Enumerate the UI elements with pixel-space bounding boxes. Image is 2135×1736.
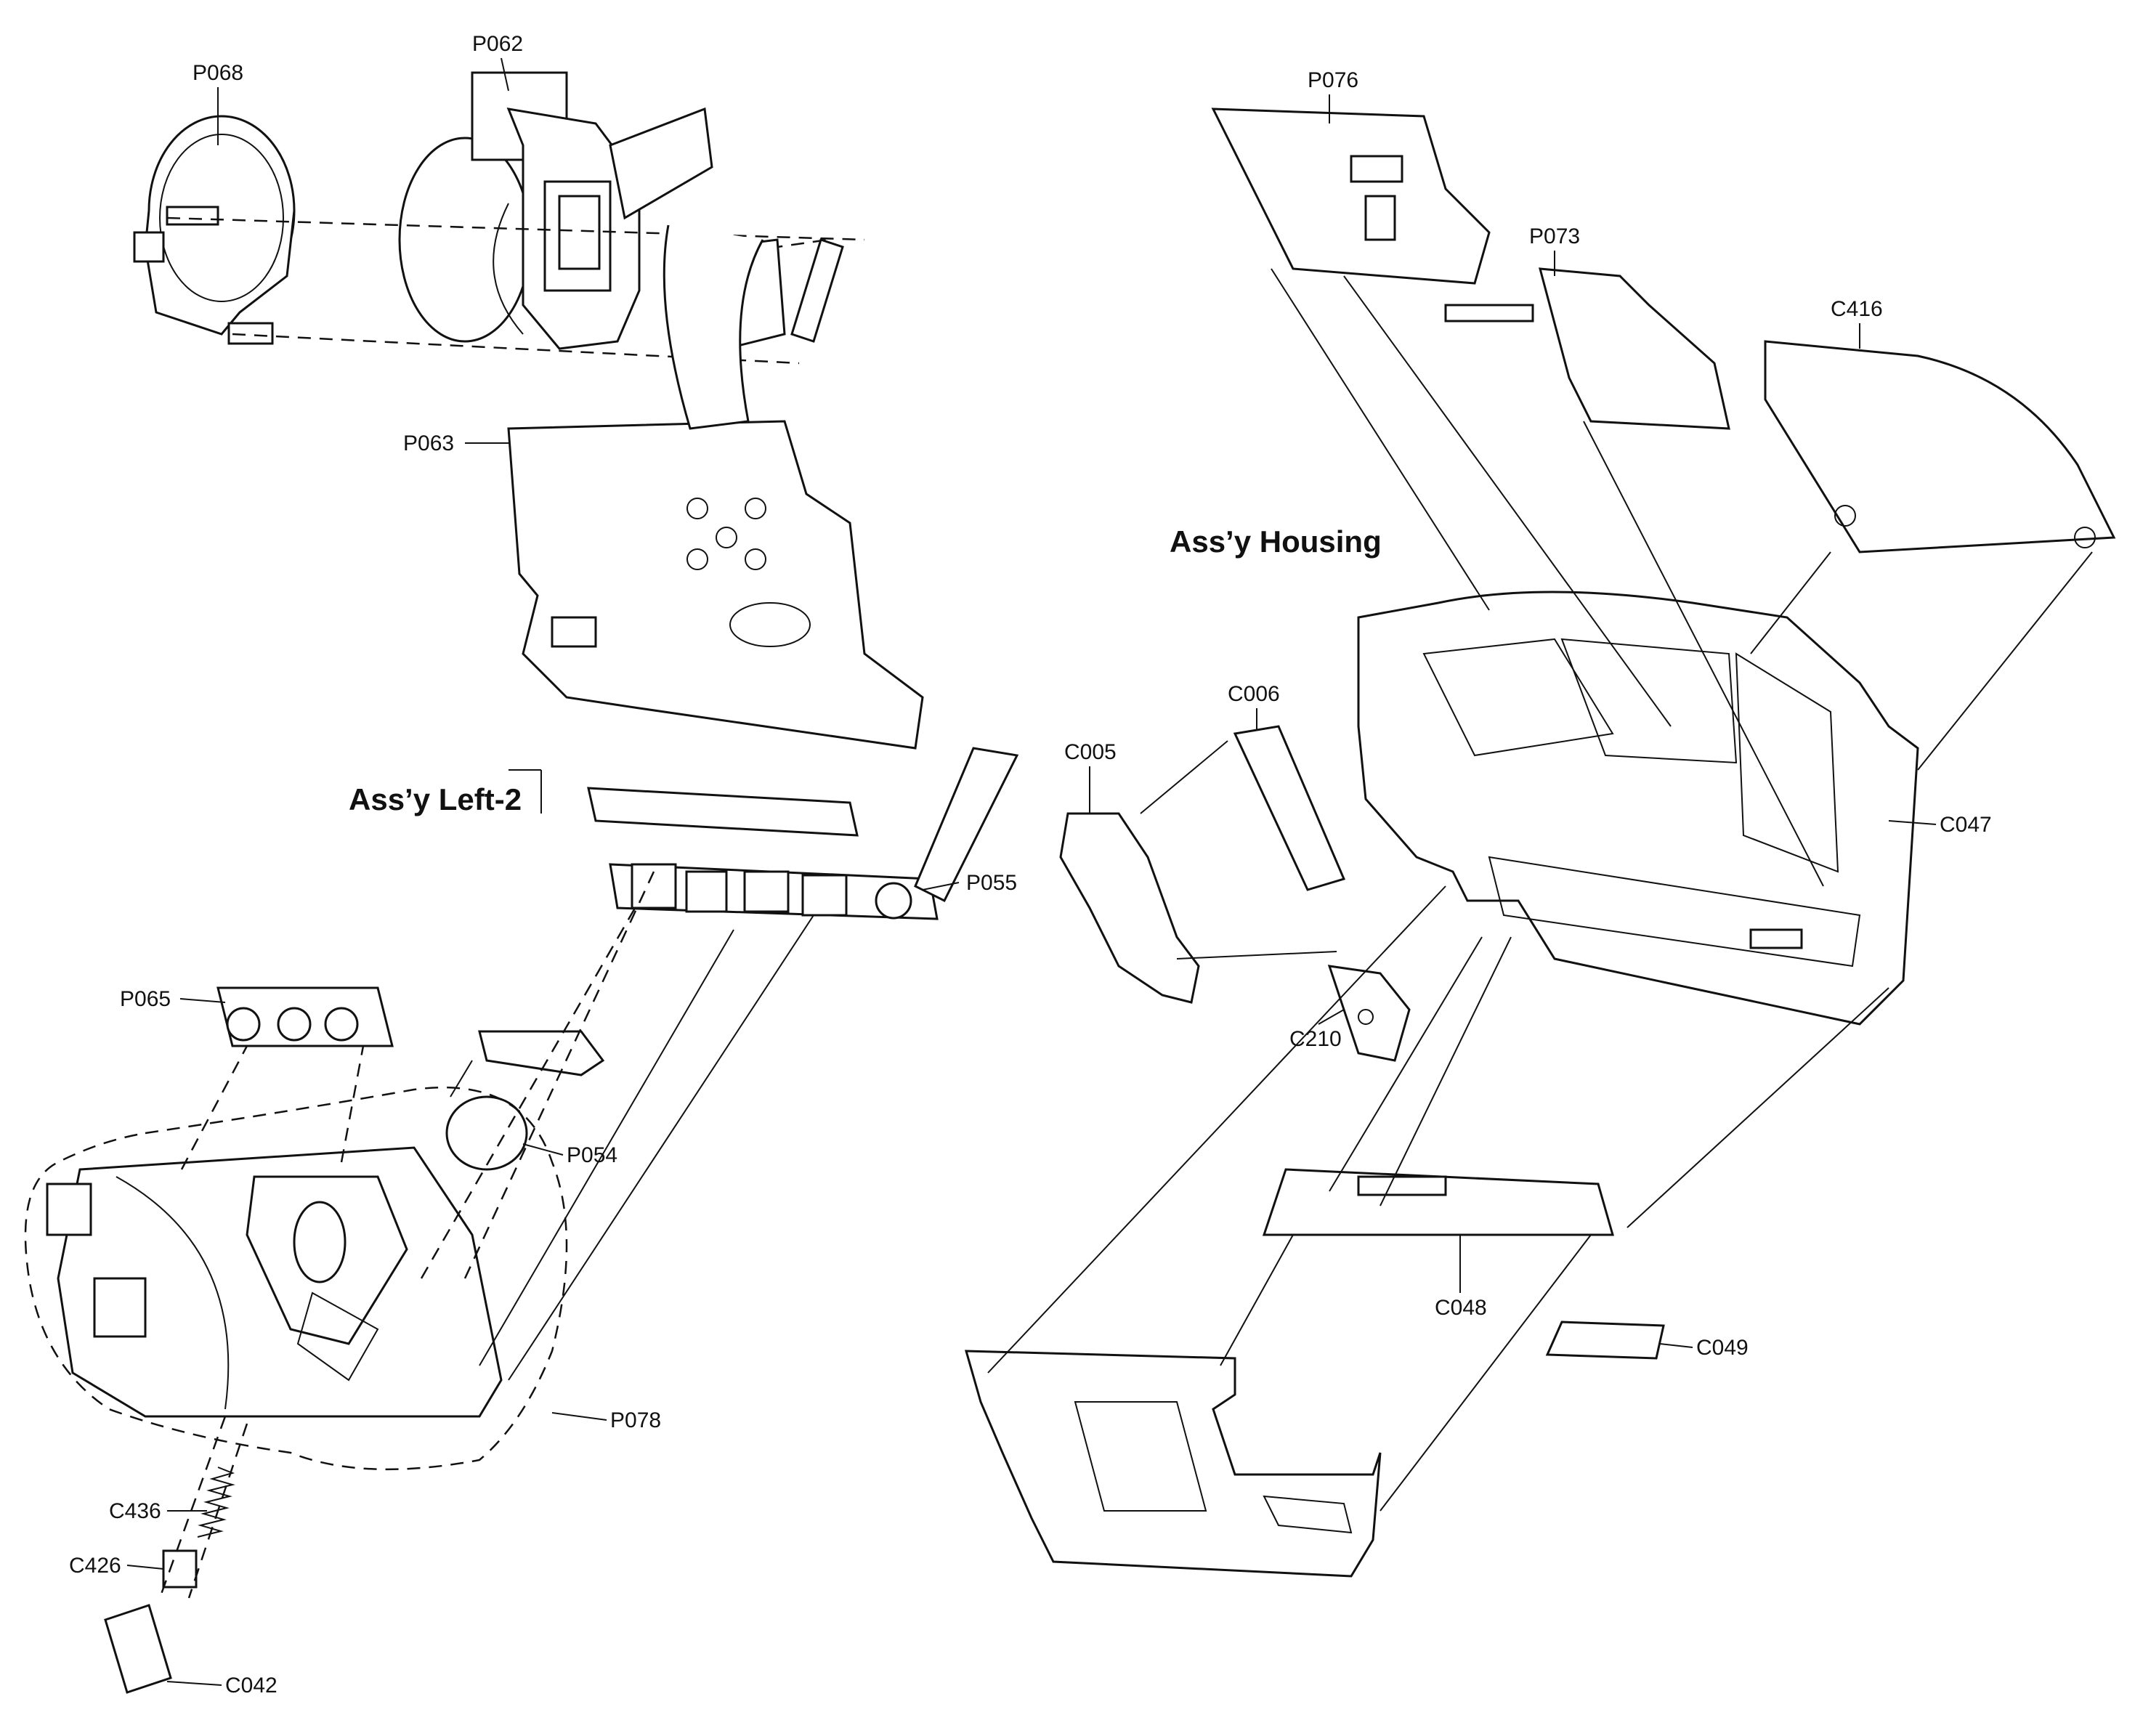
guide-line [479, 914, 814, 1381]
svg-text:P055: P055 [966, 871, 1017, 895]
svg-text:C006: C006 [1228, 682, 1280, 706]
part-c006-frame [1233, 725, 1346, 891]
label-c049: C049 [1659, 1336, 1749, 1360]
part-c048-plate [1262, 1168, 1614, 1236]
part-p068-ring [133, 115, 296, 345]
part-c005-bracket [1059, 812, 1200, 1004]
svg-text:P076: P076 [1308, 68, 1358, 92]
label-p073: P073 [1529, 224, 1580, 276]
p078-dashed-outline [24, 1086, 568, 1471]
label-p078: P078 [551, 1408, 661, 1432]
svg-text:P063: P063 [403, 431, 454, 455]
part-c042-lid [104, 1604, 172, 1694]
part-bottom-frame [964, 1350, 1382, 1578]
label-c426: C426 [69, 1554, 164, 1578]
label-p076: P076 [1308, 68, 1358, 123]
svg-text:C005: C005 [1064, 740, 1117, 764]
label-c416: C416 [1831, 297, 1883, 349]
label-p068: P068 [193, 61, 243, 145]
label-p062: P062 [472, 32, 523, 92]
label-p065: P065 [120, 987, 226, 1011]
part-p073-board [1444, 267, 1730, 430]
dashed-guide [180, 871, 655, 1279]
svg-text:P073: P073 [1529, 224, 1580, 248]
label-c048: C048 [1435, 1235, 1487, 1320]
part-c049-plate [1545, 1321, 1665, 1360]
label-c005: C005 [1064, 740, 1117, 814]
label-c006: C006 [1228, 682, 1280, 730]
label-p055: P055 [922, 871, 1017, 895]
svg-text:P062: P062 [472, 32, 523, 56]
part-p076-board [1211, 108, 1491, 285]
part-c047-housing [1357, 591, 1919, 1026]
svg-text:P065: P065 [120, 987, 171, 1011]
svg-text:C436: C436 [109, 1499, 161, 1523]
svg-text:C049: C049 [1696, 1336, 1749, 1360]
svg-text:P078: P078 [610, 1408, 661, 1432]
assembly-title-housing: Ass’y Housing [1170, 524, 1382, 559]
svg-text:C416: C416 [1831, 297, 1883, 321]
label-c042: C042 [166, 1674, 277, 1698]
svg-text:C048: C048 [1435, 1296, 1487, 1320]
part-p065-switch [216, 986, 394, 1047]
label-c047: C047 [1888, 813, 1992, 837]
label-p063: P063 [403, 431, 509, 455]
svg-text:C210: C210 [1289, 1027, 1342, 1051]
label-c210: C210 [1289, 1009, 1345, 1051]
part-p078-back-cover [46, 1146, 503, 1418]
guide-lines-right [987, 268, 2093, 1512]
svg-text:P068: P068 [193, 61, 243, 85]
svg-text:P054: P054 [567, 1143, 617, 1167]
svg-text:C042: C042 [225, 1674, 277, 1698]
part-c426-cap [162, 1549, 198, 1589]
part-p063-board [507, 224, 924, 750]
label-c436: C436 [109, 1499, 207, 1523]
part-c436-spring [197, 1467, 235, 1538]
assembly-title-left2: Ass’y Left-2 [349, 782, 522, 816]
svg-text:C426: C426 [69, 1554, 121, 1578]
svg-text:C047: C047 [1940, 813, 1992, 837]
dashed-guide [158, 1416, 248, 1599]
part-c416-plate [1764, 340, 2116, 553]
part-p062-barrel [398, 71, 713, 350]
label-p054: P054 [522, 1143, 617, 1167]
part-p055-bracket [587, 787, 859, 837]
part-c210-bracket [1327, 965, 1411, 1062]
